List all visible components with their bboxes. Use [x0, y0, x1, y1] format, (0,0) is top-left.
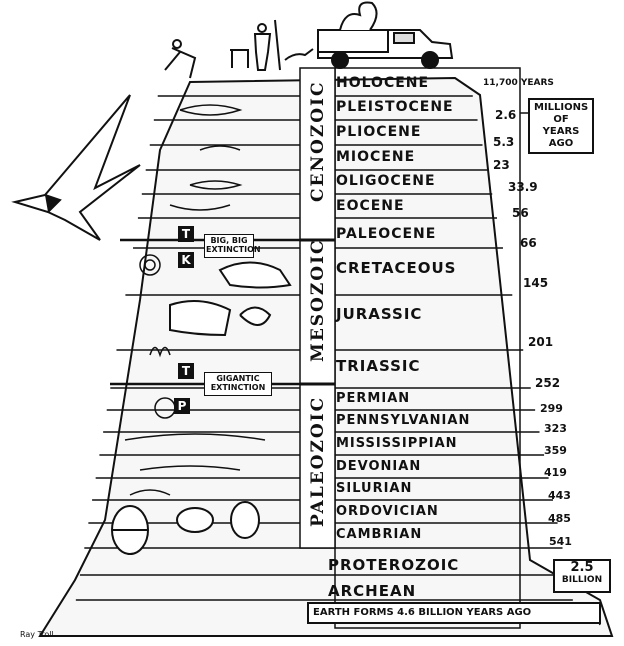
pt-extinction-callout: GIGANTIC EXTINCTION	[204, 372, 272, 396]
period-cretaceous: CRETACEOUS	[336, 259, 457, 277]
age-oligocene: 33.9	[508, 180, 538, 194]
trilobite-icon	[111, 501, 260, 555]
age-miocene: 23	[493, 158, 510, 172]
era-column	[299, 67, 336, 549]
period-triassic: TRIASSIC	[336, 357, 421, 375]
era-mesozoic: MESOZOIC	[308, 238, 328, 362]
billion-note-box: 2.5 BILLION	[553, 559, 611, 593]
age-devonian: 419	[544, 466, 567, 479]
billion-value: 2.5	[570, 560, 594, 575]
period-eocene: EOCENE	[336, 198, 405, 214]
earth-forms-label: EARTH FORMS 4.6 BILLION YEARS AGO	[313, 607, 532, 618]
age-ordovician: 485	[548, 512, 571, 525]
kt-extinction-label: BIG, BIG EXTINCTION	[206, 236, 261, 254]
pterosaur-icon	[11, 94, 141, 241]
age-pennsylvanian: 323	[544, 422, 567, 435]
age-holocene: 11,700 YEARS	[483, 78, 554, 88]
pt-extinction-label: GIGANTIC EXTINCTION	[210, 374, 266, 392]
age-triassic: 252	[535, 376, 561, 390]
period-paleocene: PALEOCENE	[336, 226, 437, 242]
era-paleozoic: PALEOZOIC	[308, 395, 328, 527]
age-silurian: 443	[548, 489, 571, 502]
pt-badge-p: P	[174, 398, 190, 414]
kt-badge-t: T	[178, 226, 194, 242]
age-jurassic: 201	[528, 335, 554, 349]
period-silurian: SILURIAN	[336, 481, 413, 496]
age-cambrian: 541	[549, 535, 572, 548]
pt-badge-t: T	[178, 363, 194, 379]
dinosaur-skull-icon	[169, 261, 292, 337]
period-pleistocene: PLEISTOCENE	[336, 99, 454, 115]
billion-unit: BILLION	[561, 575, 603, 585]
fossil-icon	[124, 104, 266, 496]
period-pennsylvanian: PENNSYLVANIAN	[336, 413, 471, 428]
period-devonian: DEVONIAN	[336, 459, 422, 474]
era-cenozoic: CENOZOIC	[308, 80, 328, 202]
period-oligocene: OLIGOCENE	[336, 173, 436, 189]
age-permian: 299	[540, 402, 563, 415]
units-note: MILLIONS OF YEARS AGO	[534, 102, 589, 149]
period-proterozoic: PROTEROZOIC	[328, 556, 460, 574]
period-mississippian: MISSISSIPPIAN	[336, 436, 458, 451]
period-jurassic: JURASSIC	[336, 305, 423, 323]
period-cambrian: CAMBRIAN	[336, 527, 423, 542]
truck-icon	[317, 1, 454, 69]
age-pleistocene: 2.6	[495, 108, 517, 122]
age-mississippian: 359	[544, 444, 567, 457]
period-pliocene: PLIOCENE	[336, 124, 422, 140]
period-holocene: HOLOCENE	[336, 75, 430, 91]
units-note-box: MILLIONS OF YEARS AGO	[528, 98, 594, 154]
kt-extinction-callout: BIG, BIG EXTINCTION	[204, 234, 261, 258]
earth-forms-box: EARTH FORMS 4.6 BILLION YEARS AGO	[307, 602, 601, 624]
artist-credit: Ray Troll	[20, 630, 54, 639]
age-eocene: 56	[512, 206, 529, 220]
period-archean: ARCHEAN	[328, 582, 417, 600]
people-icon	[164, 19, 314, 79]
period-ordovician: ORDOVICIAN	[336, 504, 439, 519]
period-miocene: MIOCENE	[336, 149, 416, 165]
period-permian: PERMIAN	[336, 391, 411, 406]
kt-badge-k: K	[178, 252, 194, 268]
age-paleocene: 66	[520, 236, 537, 250]
age-cretaceous: 145	[523, 276, 549, 290]
age-pliocene: 5.3	[493, 135, 515, 149]
